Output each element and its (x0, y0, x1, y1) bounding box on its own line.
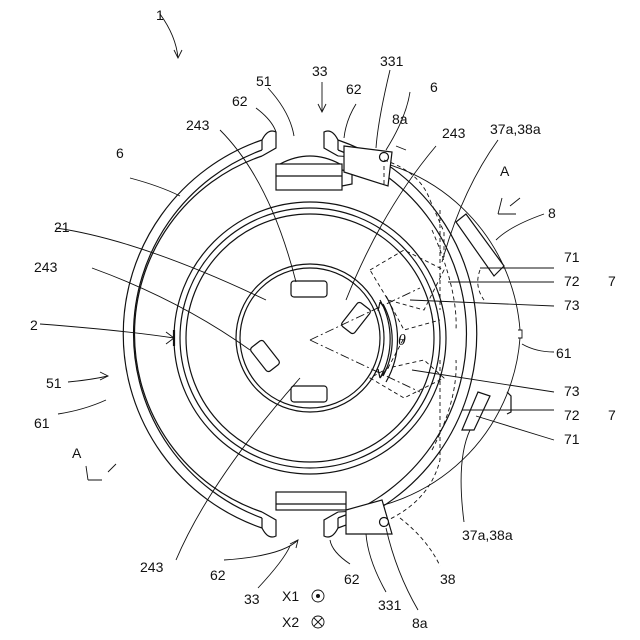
direction-symbols (312, 590, 324, 628)
bottom-notch (262, 492, 346, 537)
label-243-bottom: 243 (140, 559, 164, 575)
label-331-top: 331 (380, 53, 404, 69)
label-243-top-right: 243 (442, 125, 466, 141)
label-71-lower: 71 (564, 431, 580, 447)
pieces-8 (456, 214, 504, 430)
label-21: 21 (54, 219, 70, 235)
reference-labels: 1 33 51 62 62 331 6 8a 243 243 37a,38a 6… (30, 7, 616, 631)
label-fig-ref: 1 (156, 7, 164, 23)
label-62-top-right: 62 (346, 81, 362, 97)
label-X2: X2 (282, 614, 299, 630)
label-51-top: 51 (256, 73, 272, 89)
label-71-upper: 71 (564, 249, 580, 265)
outer-cover-ring (123, 140, 477, 528)
label-6-top-right: 6 (430, 79, 438, 95)
label-A-bottom: A (72, 445, 82, 461)
label-33-top: 33 (312, 63, 328, 79)
label-7-lower: 7 (608, 407, 616, 423)
label-33-bottom: 33 (244, 591, 260, 607)
label-72-lower: 72 (564, 407, 580, 423)
label-7-upper: 7 (608, 273, 616, 289)
label-243-left: 243 (34, 259, 58, 275)
label-72-upper: 72 (564, 273, 580, 289)
label-38: 38 (440, 571, 456, 587)
label-8a-bottom: 8a (412, 615, 428, 631)
label-37a-38a-bottom: 37a,38a (462, 527, 513, 543)
label-73-upper: 73 (564, 297, 580, 313)
label-62-bottom-left: 62 (210, 567, 226, 583)
label-2: 2 (30, 317, 38, 333)
label-73-lower: 73 (564, 383, 580, 399)
label-6-left: 6 (116, 145, 124, 161)
label-37a-38a-top: 37a,38a (490, 121, 541, 137)
label-331-bottom: 331 (378, 597, 402, 613)
label-8a-top: 8a (392, 111, 408, 127)
label-A-top: A (500, 163, 510, 179)
label-theta: θ (398, 332, 406, 349)
label-X1: X1 (282, 588, 299, 604)
label-243-top-left: 243 (186, 117, 210, 133)
label-61-right: 61 (556, 345, 572, 361)
label-51-left: 51 (46, 375, 62, 391)
label-62-top-left: 62 (232, 93, 248, 109)
top-right-tab (344, 146, 392, 186)
label-62-bottom-right: 62 (344, 571, 360, 587)
hub-lugs (249, 281, 371, 402)
label-61-left: 61 (34, 415, 50, 431)
label-8: 8 (548, 205, 556, 221)
leader-lines (40, 14, 554, 610)
